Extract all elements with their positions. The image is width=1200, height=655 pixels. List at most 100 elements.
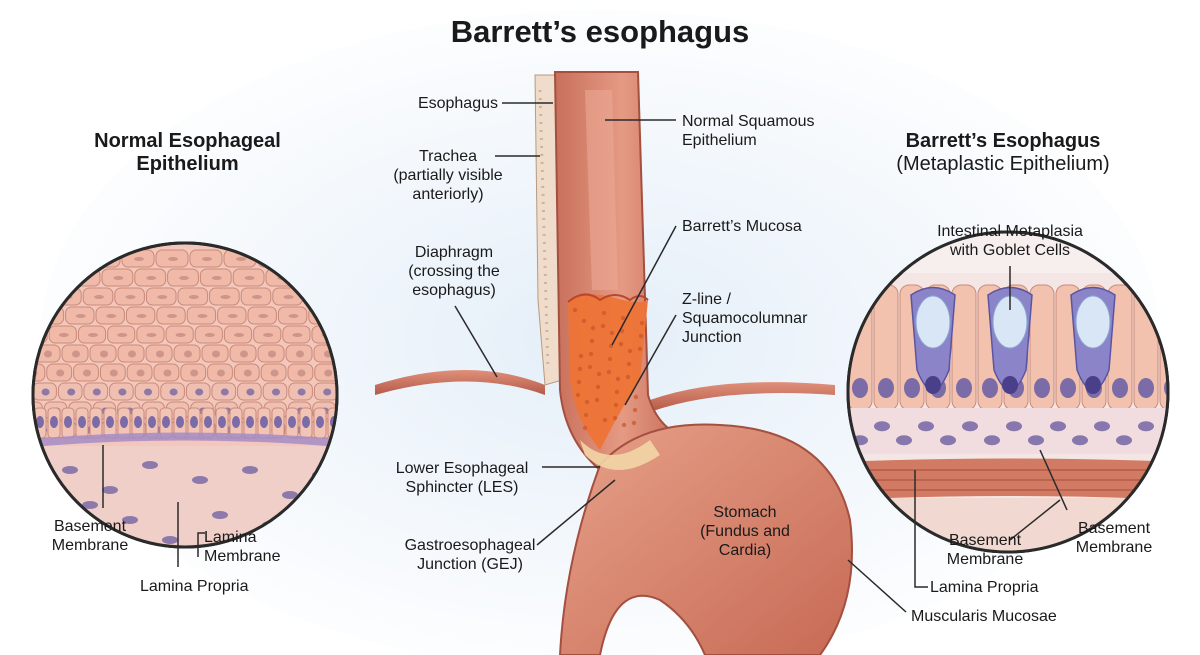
label-muscularis-mucosae: Muscularis Mucosae <box>911 608 1057 625</box>
cell-nucleus <box>41 388 50 396</box>
cell-nucleus <box>94 295 104 299</box>
label-trachea: Trachea (partially visible anteriorly) <box>380 147 516 204</box>
cell-nucleus <box>92 388 101 396</box>
cell-nucleus <box>134 416 142 428</box>
cell-nucleus <box>56 369 65 377</box>
cell-nucleus <box>252 295 262 299</box>
stromal-cell <box>1116 435 1132 446</box>
cell-nucleus <box>246 388 255 396</box>
cell-nucleus <box>184 350 192 358</box>
mucosa-gland <box>601 310 607 316</box>
right-panel-heading: Barrett’s Esophagus (Metaplastic Epithel… <box>872 130 1134 176</box>
label-text: (crossing the <box>408 263 500 280</box>
mucosa-gland <box>583 412 589 418</box>
cell-nucleus <box>134 257 144 261</box>
mucosa-gland <box>607 356 613 362</box>
label-text: Diaphragm <box>414 244 494 261</box>
label-text: Junction <box>682 329 742 346</box>
cell-nucleus <box>67 388 76 396</box>
mucosa-gland <box>589 338 595 344</box>
cell-nucleus <box>292 333 303 337</box>
cell-nucleus <box>227 314 238 318</box>
cell-nucleus <box>316 416 324 428</box>
cell-nucleus <box>88 333 98 337</box>
label-basement-membrane-right-b: Basement Membrane <box>1062 519 1166 557</box>
cell-nucleus <box>232 416 240 428</box>
cell-nucleus <box>204 416 212 428</box>
cell-nucleus <box>263 333 274 337</box>
mucosa-gland <box>606 369 612 375</box>
left-heading-line2: Epithelium <box>136 153 239 175</box>
label-text: Basement <box>53 518 127 535</box>
cell-nucleus <box>144 388 152 396</box>
label-text: Sphincter (LES) <box>405 479 519 496</box>
mucosa-gland <box>588 351 594 357</box>
right-heading-line1: Barrett’s Esophagus <box>905 130 1101 152</box>
mucosa-gland <box>576 379 582 385</box>
label-esophagus: Esophagus <box>417 95 498 112</box>
mucosa-gland <box>626 361 632 367</box>
mucosa-gland <box>625 374 631 380</box>
stromal-cell <box>212 511 228 519</box>
cell-nucleus <box>1138 378 1154 398</box>
cell-nucleus <box>157 295 168 299</box>
mucosa-gland <box>609 330 615 336</box>
mucosa-gland <box>595 384 601 390</box>
cell-nucleus <box>168 257 178 261</box>
mucosa-gland <box>602 417 608 423</box>
cell-nucleus <box>163 369 172 377</box>
label-text: esophagus) <box>412 282 496 299</box>
cell-nucleus <box>106 314 117 318</box>
cell-nucleus <box>270 369 279 377</box>
stromal-cell <box>918 421 934 432</box>
cell-nucleus <box>83 369 91 377</box>
cell-nucleus <box>297 388 306 396</box>
cell-nucleus <box>297 369 306 377</box>
cell-nucleus <box>195 388 204 396</box>
cell-nucleus <box>188 295 199 299</box>
squamous-cell <box>33 363 46 382</box>
cell-nucleus <box>50 416 58 428</box>
cell-nucleus <box>956 378 972 398</box>
cell-nucleus <box>283 295 294 299</box>
cell-nucleus <box>243 369 252 377</box>
cell-nucleus <box>288 416 296 428</box>
leader-lines <box>102 102 1068 613</box>
cell-nucleus <box>268 350 276 358</box>
label-text: with Goblet Cells <box>949 242 1071 259</box>
label-stomach: Stomach (Fundus and Cardia) <box>690 503 800 560</box>
cell-nucleus <box>220 295 231 299</box>
columnar-cells <box>848 284 1168 411</box>
cell-nucleus <box>136 314 147 318</box>
cell-nucleus <box>1002 376 1018 394</box>
label-text: Stomach <box>713 504 777 521</box>
cell-nucleus <box>36 416 44 428</box>
cell-nucleus <box>118 388 127 396</box>
stromal-cell <box>102 486 118 494</box>
stromal-cell <box>940 435 956 446</box>
left-panel-heading: Normal Esophageal Epithelium <box>85 130 290 176</box>
mucosa-gland <box>594 397 600 403</box>
cell-nucleus <box>44 350 52 358</box>
lamina-propria-cells <box>852 421 1168 446</box>
cell-nucleus <box>109 369 118 377</box>
label-text: Membrane <box>204 548 281 565</box>
mucosa-gland <box>633 394 639 400</box>
cell-nucleus <box>58 333 69 337</box>
label-text: Lower Esophageal <box>395 460 529 477</box>
cell-nucleus <box>212 350 220 358</box>
stromal-cell <box>1072 435 1088 446</box>
cell-nucleus <box>1034 378 1050 398</box>
cell-nucleus <box>78 416 86 428</box>
mucosa-gland <box>578 353 584 359</box>
cell-nucleus <box>179 276 189 280</box>
mucosa-gland <box>596 371 602 377</box>
label-text: Squamocolumnar <box>682 310 808 327</box>
mucosa-gland <box>615 376 621 382</box>
barrett-mucosa-texture <box>572 307 645 431</box>
mucosa-gland <box>600 323 606 329</box>
cell-nucleus <box>244 276 255 280</box>
stromal-cell <box>142 461 158 469</box>
label-text: Membrane <box>51 537 129 554</box>
label-text: Membrane <box>946 551 1024 568</box>
